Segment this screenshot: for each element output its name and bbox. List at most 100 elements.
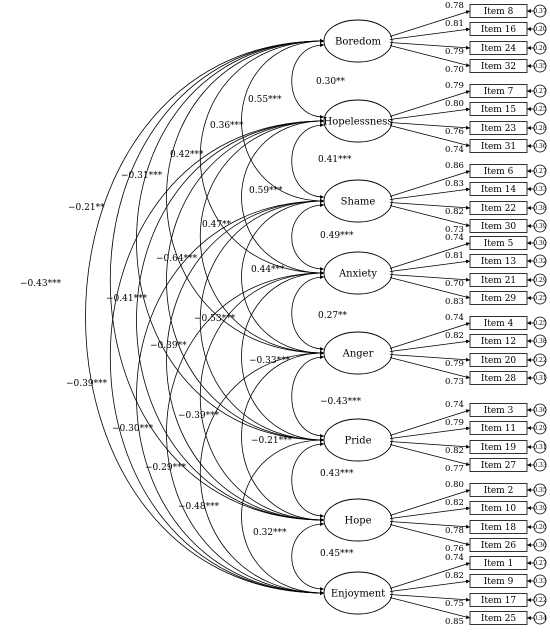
error-circle-item-8: [533, 4, 547, 18]
loading-arrow-item-28: [389, 357, 471, 379]
loading-arrow-item-8: [389, 10, 471, 37]
covariance-arc-boredom-hopelessness: [291, 43, 325, 119]
error-circle-item-1: [533, 556, 547, 570]
error-value-item-10: 0.39: [533, 505, 547, 512]
error-value-item-28: 0.31: [533, 375, 546, 382]
covariance-label-anxiety-enjoyment: −0.29***: [145, 463, 187, 473]
covariance-arc-boredom-shame: [241, 39, 325, 203]
item-label-item-14: Item 14: [481, 185, 517, 195]
item-label-item-26: Item 26: [481, 541, 517, 551]
loading-arrow-item-2: [389, 489, 471, 516]
factor-ellipse-hopelessness: [323, 99, 393, 143]
loading-value-item-24: 0.79: [445, 47, 464, 57]
loading-value-item-23: 0.76: [445, 127, 464, 137]
error-circle-item-15: [533, 102, 547, 116]
loading-value-item-19: 0.82: [445, 446, 464, 456]
error-circle-item-9: [533, 574, 547, 588]
loading-value-item-6: 0.86: [445, 161, 464, 171]
loading-arrow-item-5: [389, 242, 471, 269]
error-value-item-8: 0.37: [533, 8, 547, 15]
error-value-item-3: 0.36: [533, 407, 547, 414]
covariance-label-anger-pride: −0.43***: [320, 397, 362, 407]
item-label-item-4: Item 4: [484, 319, 514, 329]
loading-arrow-item-18: [389, 521, 471, 529]
factor-label-anger: Anger: [342, 349, 374, 360]
loading-arrow-item-26: [389, 524, 471, 546]
item-label-item-27: Item 27: [481, 461, 517, 471]
loading-value-item-17: 0.75: [445, 599, 464, 609]
error-value-item-27: 0.33: [533, 462, 547, 469]
error-circle-item-24: [533, 41, 547, 55]
loading-value-item-7: 0.79: [445, 81, 464, 91]
loading-value-item-20: 0.79: [445, 359, 464, 369]
item-label-item-16: Item 16: [481, 25, 517, 35]
error-value-item-29: 0.25: [533, 295, 547, 302]
item-label-item-9: Item 9: [484, 577, 514, 587]
covariance-label-pride-enjoyment: 0.32***: [253, 528, 287, 538]
covariance-label-pride-hope: 0.43***: [320, 469, 354, 479]
covariance-arc-boredom-hope: [110, 39, 325, 522]
error-value-item-5: 0.30: [533, 240, 547, 247]
error-value-item-20: 0.22: [533, 357, 547, 364]
loading-value-item-25: 0.85: [445, 617, 464, 627]
covariance-arc-boredom-anger: [166, 39, 325, 355]
error-circle-item-17: [533, 593, 547, 607]
loading-value-item-11: 0.79: [445, 418, 464, 428]
loading-arrow-item-23: [389, 122, 471, 130]
error-circle-item-21: [533, 273, 547, 287]
covariance-arc-anxiety-enjoyment: [166, 271, 325, 595]
covariance-arc-hopelessness-shame: [291, 123, 325, 199]
loading-arrow-item-11: [389, 426, 471, 439]
covariance-label-anger-hope: −0.21***: [251, 436, 293, 446]
loading-value-item-22: 0.82: [445, 207, 464, 217]
loading-arrow-item-20: [389, 354, 471, 362]
covariance-label-hopelessness-enjoyment: −0.39***: [66, 379, 108, 389]
loading-value-item-32: 0.70: [445, 65, 464, 75]
error-circle-item-11: [533, 421, 547, 435]
loading-value-item-4: 0.74: [445, 313, 464, 323]
item-label-item-18: Item 18: [481, 523, 517, 533]
item-label-item-22: Item 22: [481, 204, 516, 214]
error-circle-item-5: [533, 236, 547, 250]
factor-ellipse-anger: [323, 331, 393, 375]
covariance-label-anxiety-anger: 0.27**: [318, 311, 348, 321]
error-circle-item-27: [533, 458, 547, 472]
loading-arrow-item-29: [389, 277, 471, 299]
factor-ellipse-shame: [323, 179, 393, 223]
loading-arrow-item-32: [389, 45, 471, 67]
loading-value-item-3: 0.74: [445, 400, 464, 410]
error-circle-item-6: [533, 164, 547, 178]
factor-ellipse-boredom: [323, 19, 393, 63]
error-circle-item-13: [533, 254, 547, 268]
item-label-item-1: Item 1: [484, 559, 514, 569]
covariance-label-anger-enjoyment: −0.48***: [178, 502, 220, 512]
error-circle-item-29: [533, 291, 547, 305]
error-value-item-1: 0.27: [533, 560, 547, 567]
covariance-arc-boredom-enjoyment: [85, 39, 325, 595]
covariance-arc-shame-anger: [241, 199, 325, 355]
error-value-item-21: 0.29: [533, 277, 547, 284]
loading-value-item-14: 0.83: [445, 179, 464, 189]
covariance-arc-hopelessness-enjoyment: [110, 119, 325, 595]
covariance-arc-hopelessness-hope: [136, 119, 325, 522]
loading-arrow-item-7: [389, 90, 471, 117]
error-value-item-26: 0.36: [533, 542, 547, 549]
covariance-label-boredom-shame: 0.55***: [248, 95, 282, 105]
error-circle-item-20: [533, 353, 547, 367]
item-label-item-20: Item 20: [481, 356, 517, 366]
loading-value-item-8: 0.78: [445, 1, 464, 11]
item-label-item-28: Item 28: [481, 374, 517, 384]
covariance-arc-anxiety-anger: [291, 275, 325, 351]
loading-value-item-31: 0.74: [445, 145, 464, 155]
factor-ellipse-anxiety: [323, 251, 393, 295]
covariance-label-boredom-hope: −0.21**: [68, 203, 105, 213]
loading-arrow-item-24: [389, 42, 471, 50]
covariance-label-anxiety-hope: −0.39***: [178, 411, 220, 421]
covariance-arc-hopelessness-pride: [166, 119, 325, 442]
loading-value-item-21: 0.70: [445, 279, 464, 289]
covariance-label-boredom-anger: 0.42***: [170, 150, 204, 160]
loading-arrow-item-25: [389, 597, 471, 619]
loading-value-item-12: 0.82: [445, 331, 464, 341]
error-circle-item-16: [533, 22, 547, 36]
covariance-label-hopelessness-hope: −0.41***: [106, 294, 148, 304]
